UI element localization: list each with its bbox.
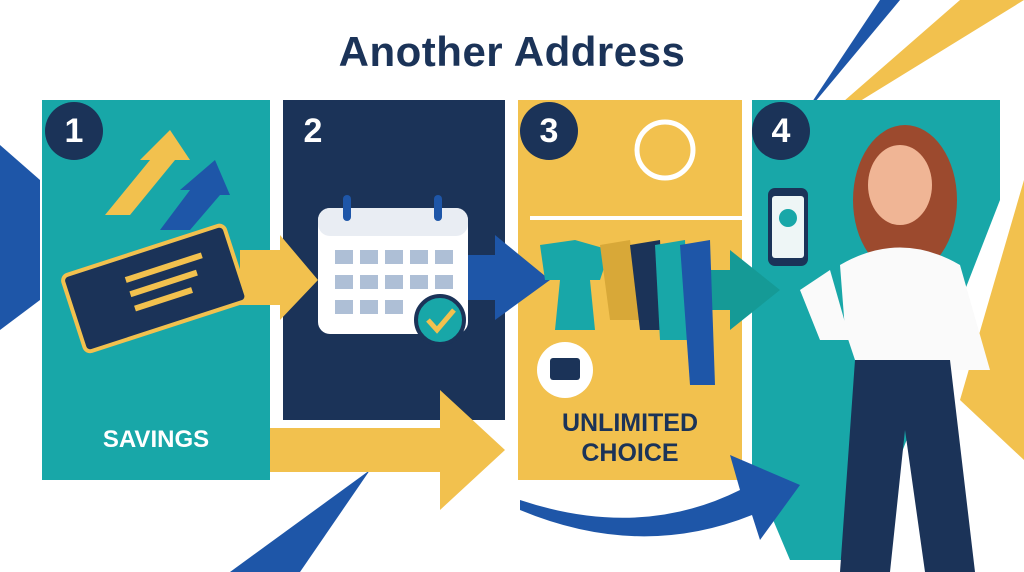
step-3-label-line1: UNLIMITED: [561, 409, 699, 437]
step-1-number: 1: [45, 102, 103, 160]
arrow-blue-2: [460, 235, 550, 320]
check-icon: [414, 294, 466, 346]
step-2-number: 2: [303, 111, 323, 150]
arrow-yellow-1: [270, 390, 505, 510]
arrow-blue-curve: [520, 455, 800, 540]
step-4-number: 4: [752, 102, 810, 160]
step-3-number: 3: [520, 102, 578, 160]
page-title: Another Address: [338, 28, 686, 75]
arrow-yellow-small: [240, 235, 318, 320]
step-1-label: SAVINGS: [102, 426, 210, 453]
step-3-label-line2: CHOICE: [581, 439, 679, 467]
